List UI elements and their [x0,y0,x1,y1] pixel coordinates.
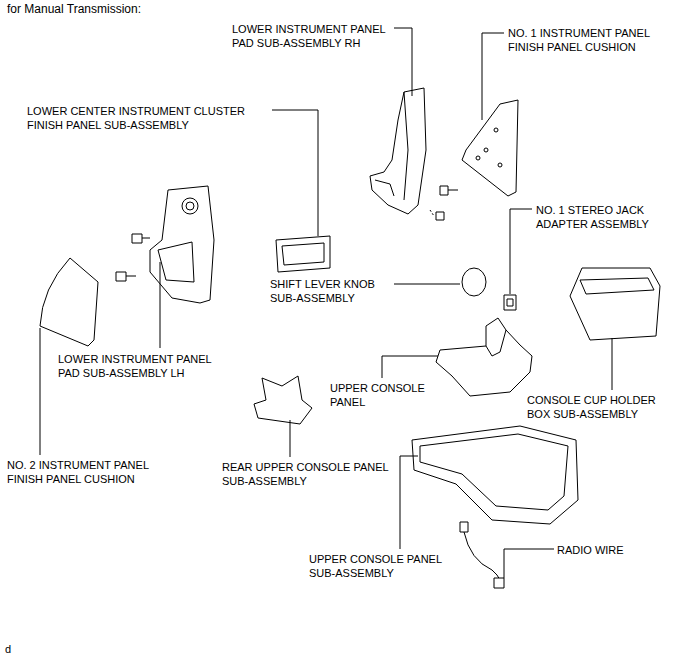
part-label: RADIO WIRE [557,543,667,557]
clips [116,234,150,281]
stereo-jack [504,295,516,310]
shift-knob [462,268,486,296]
pad-rh [370,88,426,214]
part-label: CONSOLE CUP HOLDER BOX SUB-ASSEMBLY [527,393,677,421]
part-label: UPPER CONSOLE PANEL SUB-ASSEMBLY [309,552,459,580]
bolts [430,186,458,220]
part-label: NO. 1 INSTRUMENT PANEL FINISH PANEL CUSH… [508,26,676,54]
cushion-no2 [40,258,98,346]
part-label: d [5,642,25,656]
part-label: UPPER CONSOLE PANEL [330,381,430,409]
part-label: REAR UPPER CONSOLE PANEL SUB-ASSEMBLY [222,460,407,488]
cushion-no1 [462,100,518,196]
console-base [412,426,578,524]
radio-wire [460,522,504,588]
upper-console-panel [436,318,532,396]
finish-bezel [276,236,330,272]
rear-upper-console [254,376,312,424]
part-label: LOWER INSTRUMENT PANEL PAD SUB-ASSEMBLY … [58,352,228,380]
cup-holder [570,268,660,340]
diagram-title: for Manual Transmission: [7,2,141,16]
part-label: NO. 1 STEREO JACK ADAPTER ASSEMBLY [536,203,681,231]
part-label: LOWER INSTRUMENT PANEL PAD SUB-ASSEMBLY … [232,22,397,50]
part-label: SHIFT LEVER KNOB SUB-ASSEMBLY [270,277,395,305]
part-label: LOWER CENTER INSTRUMENT CLUSTER FINISH P… [27,104,272,132]
part-label: NO. 2 INSTRUMENT PANEL FINISH PANEL CUSH… [7,458,177,486]
